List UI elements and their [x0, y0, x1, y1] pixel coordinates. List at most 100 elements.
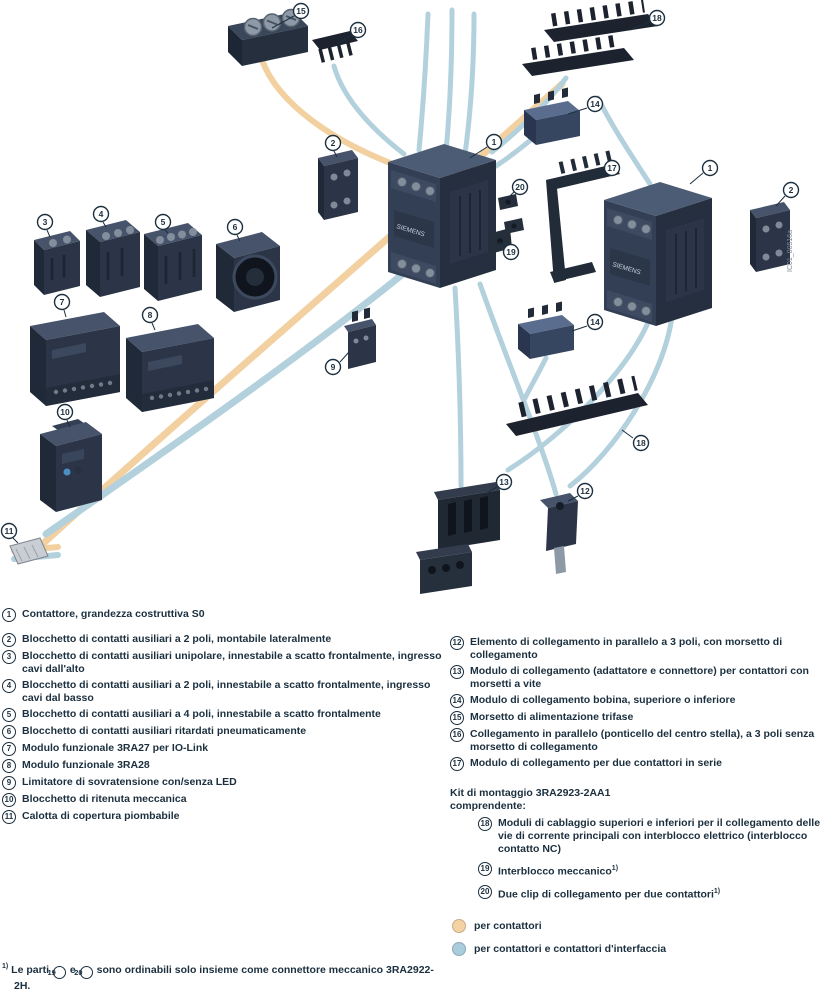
footnote: 1) Le parti 19 e 20 sono ordinabili solo… — [2, 960, 442, 993]
part-18-wiring-combs-top — [522, 0, 658, 76]
diagram-callout-19 — [502, 243, 520, 261]
diagram-callout-18 — [632, 434, 650, 452]
callout-number: 18 — [478, 817, 492, 831]
legend-item-text: Collegamento in parallelo (ponticello de… — [470, 728, 815, 753]
callout-number: 11 — [2, 810, 16, 824]
legend-item-text: Blocchetto di contatti ausiliari ritarda… — [22, 725, 307, 737]
callout-number: 13 — [450, 665, 464, 679]
part-6-pneumatic-delay-block — [216, 232, 280, 312]
callout-leader-line — [151, 322, 156, 331]
callout-number: 1 — [2, 608, 16, 622]
callout-leader-line — [164, 229, 169, 234]
diagram-callout-9 — [324, 358, 342, 376]
callout-leader-line — [102, 221, 107, 228]
wire-beige — [259, 57, 401, 169]
legend-item-text: Modulo di collegamento per due contattor… — [470, 757, 723, 769]
diagram-callout-number: 6 — [233, 222, 238, 232]
callout-leader-line — [12, 537, 19, 544]
callout-number: 12 — [450, 636, 464, 650]
diagram-callout-10 — [56, 403, 74, 421]
diagram-callout-number: 17 — [607, 163, 617, 173]
callout-number: 19 — [478, 862, 492, 876]
callout-number: 15 — [450, 711, 464, 725]
diagram-callout-5 — [154, 213, 172, 231]
part-4-aux-block-2pole — [86, 220, 140, 297]
diagram-callout-number: 19 — [506, 247, 516, 257]
legend-item-text: Due clip di collegamento per due contatt… — [498, 887, 721, 901]
legend-item-text: Blocchetto di contatti ausiliari a 4 pol… — [22, 708, 381, 720]
legend-item-text: Moduli di cablaggio superiori e inferior… — [498, 817, 821, 855]
callout-leader-line — [271, 15, 295, 29]
diagram-callout-number: 12 — [580, 486, 590, 496]
part-10-mechanical-latch-block — [40, 419, 102, 512]
callout-number: 19 — [48, 966, 66, 980]
diagram-callout-15 — [292, 2, 310, 20]
diagram-callout-number: 7 — [60, 297, 65, 307]
legend-item-text: Blocchetto di contatti ausiliari a 2 pol… — [22, 679, 431, 704]
diagram-callout-number: 14 — [590, 99, 600, 109]
part-15-supply-terminal — [228, 8, 308, 66]
legend-item-text: Calotta di copertura piombabile — [22, 810, 180, 822]
diagram-callout-4 — [92, 205, 110, 223]
wire-blue — [477, 281, 559, 497]
diagram-callout-number: 11 — [5, 526, 14, 536]
callout-leader-line — [469, 146, 488, 159]
legend-item-11: 11 Calotta di copertura piombabile — [2, 810, 442, 824]
callout-number: 20 — [478, 884, 492, 899]
footnote-text: Le parti 19 e 20 sono ordinabili solo in… — [11, 963, 434, 993]
diagram-callout-number: 9 — [331, 362, 336, 372]
wire-beige — [32, 80, 566, 554]
callout-number: 7 — [2, 742, 16, 756]
diagram-callout-2 — [324, 134, 342, 152]
callout-number: 20 — [74, 966, 93, 980]
part-18-wiring-comb-bottom — [506, 375, 648, 436]
diagram-callout-number: 15 — [296, 6, 306, 16]
legend-item-text: Limitatore di sovratensione con/senza LE… — [22, 776, 237, 788]
diagram-callout-7 — [53, 293, 71, 311]
diagram-callout-8 — [141, 306, 159, 324]
diagram-callout-3 — [36, 213, 54, 231]
diagram-callout-18 — [648, 9, 666, 27]
legend-item-text: Blocchetto di contatti ausiliari a 2 pol… — [22, 633, 332, 645]
legend-kit-items: 18 Moduli di cablaggio superiori e inferi… — [450, 817, 825, 901]
kit-section: Kit di montaggio 3RA2923-2AA1 comprenden… — [450, 787, 825, 901]
color-key-dot — [452, 919, 466, 933]
diagram-callout-number: 8 — [148, 310, 153, 320]
wire-blue — [452, 285, 464, 489]
part-14-coil-connection-module — [524, 87, 580, 145]
callout-leader-line — [571, 325, 588, 332]
diagram-callout-number: 18 — [652, 13, 662, 23]
legend-item-text: Blocchetto di ritenuta meccanica — [22, 793, 187, 805]
diagram-callout-14 — [586, 95, 604, 113]
callout-leader-line — [486, 486, 498, 494]
diagram-callout-number: 10 — [60, 407, 70, 417]
diagram-callout-number: 2 — [331, 138, 336, 148]
legend-item-text: Modulo di collegamento bobina, superiore… — [470, 694, 736, 706]
legend-item-19: 19 Interblocco meccanico1) — [478, 862, 825, 879]
diagram-callout-number: 4 — [99, 209, 104, 219]
callout-leader-line — [337, 34, 352, 45]
part-3-aux-block-unipolar — [34, 231, 80, 295]
diagram-callout-6 — [226, 218, 244, 236]
part-5-aux-block-4pole — [144, 223, 202, 301]
legend-item-text: Morsetto di alimentazione trifase — [470, 711, 634, 723]
wire-blue — [505, 315, 653, 473]
legend-item-18: 18 Moduli di cablaggio superiori e inferi… — [478, 817, 825, 856]
diagram-callout-13 — [495, 473, 513, 491]
callout-number: 17 — [450, 757, 464, 771]
legend-item-text: Interblocco meccanico1) — [498, 865, 619, 878]
diagram-callout-number: 16 — [353, 25, 363, 35]
